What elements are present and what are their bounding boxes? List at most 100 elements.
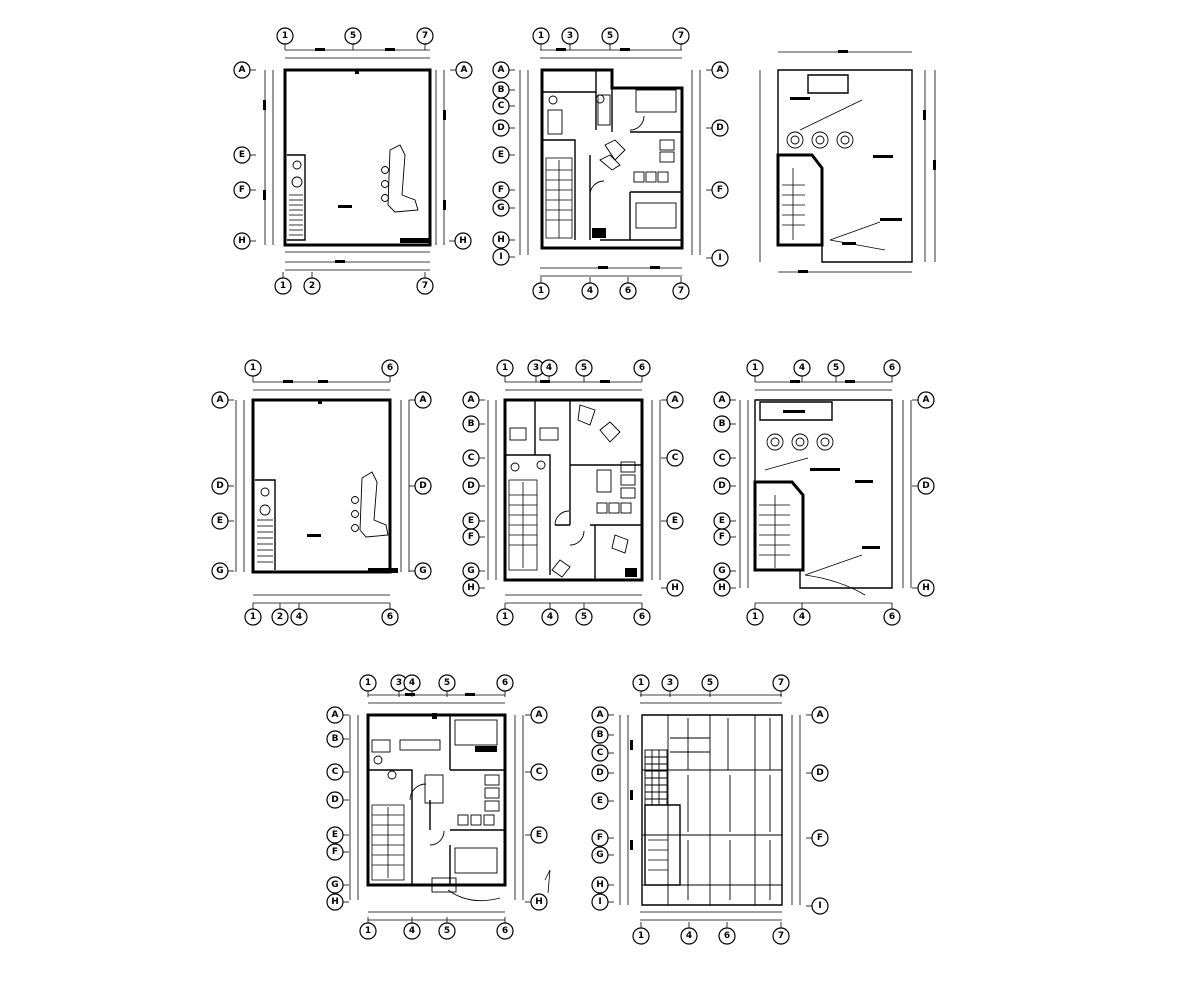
grid-bubble-plan-r2-c1-bottom-1-label: 2: [277, 612, 283, 622]
grid-bubble-plan-r2-c2-left-4: E: [462, 512, 480, 530]
grid-bubble-plan-r1-c2-top-1: 3: [561, 27, 579, 45]
grid-bubble-plan-r2-c2-top-0: 1: [496, 359, 514, 377]
grid-bubble-plan-r3-c2-left-1-circle: [591, 726, 609, 744]
grid-bubble-plan-r3-c1-left-1-label: B: [332, 734, 339, 744]
grid-bubble-plan-r2-c3-top-3: 6: [883, 359, 901, 377]
grid-bubble-plan-r3-c1-bottom-3-label: 6: [502, 926, 508, 936]
grid-bubble-plan-r2-c1-left-1-circle: [211, 477, 229, 495]
grid-bubble-plan-r1-c1-left-3: H: [233, 232, 251, 250]
grid-bubble-plan-r1-c2-bottom-1: 4: [581, 282, 599, 300]
grid-bubble-plan-r3-c2-right-3: I: [811, 897, 829, 915]
grid-bubble-plan-r1-c2-left-8-circle: [492, 248, 510, 266]
grid-bubble-plan-r2-c3-left-4-label: E: [719, 516, 725, 526]
plan-r3-c2: [619, 694, 801, 921]
grid-bubble-plan-r2-c2-top-2-label: 4: [546, 363, 552, 373]
grid-bubble-plan-r2-c1-top-1-label: 6: [387, 363, 393, 373]
grid-bubble-plan-r2-c2-left-3-label: D: [467, 481, 474, 491]
grid-bubble-plan-r1-c2-left-2: C: [492, 97, 510, 115]
grid-bubble-plan-r3-c1-top-2: 4: [403, 674, 421, 692]
grid-bubble-plan-r3-c2-top-2-circle: [701, 674, 719, 692]
grid-bubble-plan-r2-c2-left-5-label: F: [468, 532, 474, 542]
grid-bubble-plan-r1-c2-left-6-circle: [492, 199, 510, 217]
grid-bubble-plan-r3-c2-bottom-1-label: 4: [686, 931, 692, 941]
grid-bubble-plan-r2-c3-left-7: H: [713, 579, 731, 597]
grid-bubble-plan-r2-c2-left-2: C: [462, 449, 480, 467]
grid-bubble-plan-r2-c1-left-2-label: E: [217, 516, 223, 526]
grid-bubble-plan-r3-c2-left-8-label: I: [598, 897, 601, 907]
grid-bubble-plan-r3-c1-left-0: A: [326, 706, 344, 724]
grid-bubble-plan-r2-c2-right-1-circle: [666, 449, 684, 467]
grid-bubble-plan-r3-c2-left-8-circle: [591, 893, 609, 911]
grid-bubble-plan-r3-c2-left-4-circle: [591, 792, 609, 810]
grid-bubble-plan-r1-c2-top-0: 1: [532, 27, 550, 45]
grid-bubble-plan-r2-c3-bottom-1: 4: [793, 608, 811, 626]
grid-bubble-plan-r2-c1-left-3-circle: [211, 562, 229, 580]
grid-bubble-plan-r2-c3-right-2: H: [917, 579, 935, 597]
grid-bubble-plan-r1-c1-right-1: H: [454, 232, 472, 250]
grid-bubble-plan-r2-c1-bottom-1: 2: [271, 608, 289, 626]
grid-bubble-plan-r2-c1-left-1: D: [211, 477, 229, 495]
grid-bubble-plan-r3-c1-left-4-label: E: [332, 830, 338, 840]
grid-bubble-plan-r1-c2-bottom-3-label: 7: [678, 286, 684, 296]
grid-bubble-plan-r1-c1-bottom-2: 7: [416, 277, 434, 295]
plan-r1-c1: [263, 48, 446, 271]
grid-bubble-plan-r2-c3-top-0-label: 1: [752, 363, 758, 373]
grid-bubble-plan-r2-c2-right-3: H: [666, 579, 684, 597]
grid-bubble-plan-r3-c1-top-2-circle: [403, 674, 421, 692]
grid-bubble-plan-r3-c1-left-3-label: D: [331, 795, 338, 805]
grid-bubble-plan-r1-c1-bottom-0-circle: [274, 277, 292, 295]
grid-bubble-plan-r2-c2-left-7: H: [462, 579, 480, 597]
grid-bubble-plan-r1-c2-top-2-circle: [601, 27, 619, 45]
grid-bubble-plan-r1-c2-left-0-circle: [492, 61, 510, 79]
grid-bubble-plan-r3-c1-bottom-0: 1: [359, 922, 377, 940]
grid-bubble-plan-r1-c1-top-1-circle: [344, 27, 362, 45]
grid-bubble-plan-r1-c1-bottom-2-label: 7: [422, 281, 428, 291]
grid-bubble-plan-r3-c2-left-3-circle: [591, 764, 609, 782]
grid-bubble-plan-r3-c2-left-2: C: [591, 744, 609, 762]
plan-r3-c1: [349, 693, 551, 921]
grid-bubble-plan-r1-c2-bottom-2: 6: [619, 282, 637, 300]
grid-bubble-plan-r1-c1-top-0-circle: [276, 27, 294, 45]
grid-bubble-plan-r1-c2-bottom-1-label: 4: [587, 286, 593, 296]
grid-bubble-plan-r2-c3-bottom-0-label: 1: [752, 612, 758, 622]
grid-bubble-plan-r3-c2-right-3-label: I: [818, 901, 821, 911]
grid-bubble-plan-r2-c3-left-1: B: [713, 415, 731, 433]
grid-bubble-plan-r1-c2-left-5-label: F: [498, 185, 504, 195]
grid-bubble-plan-r3-c1-bottom-2-circle: [438, 922, 456, 940]
grid-bubble-plan-r1-c2-bottom-2-circle: [619, 282, 637, 300]
grid-bubble-plan-r3-c2-bottom-0-label: 1: [638, 931, 644, 941]
grid-bubble-plan-r3-c2-bottom-2: 6: [718, 927, 736, 945]
grid-bubble-plan-r2-c1-left-3: G: [211, 562, 229, 580]
plan-r2-c2: [487, 380, 661, 604]
grid-bubble-plan-r1-c2-left-4-circle: [492, 146, 510, 164]
grid-bubble-plan-r2-c2-left-1-label: B: [468, 419, 475, 429]
grid-bubble-plan-r2-c1-right-2-label: G: [419, 566, 426, 576]
grid-bubble-plan-r2-c2-right-2-circle: [666, 512, 684, 530]
grid-bubble-plan-r3-c1-left-5-label: F: [332, 847, 338, 857]
grid-bubble-plan-r2-c2-top-0-circle: [496, 359, 514, 377]
grid-bubble-plan-r2-c2-left-5: F: [462, 528, 480, 546]
grid-bubble-plan-r2-c2-right-0: A: [666, 391, 684, 409]
grid-bubble-plan-r3-c2-right-0-circle: [811, 706, 829, 724]
grid-bubble-plan-r1-c1-left-2: F: [233, 181, 251, 199]
grid-bubble-plan-r2-c1-top-0-label: 1: [250, 363, 256, 373]
grid-bubble-plan-r2-c2-left-0-label: A: [468, 395, 475, 405]
grid-bubble-plan-r3-c2-top-0: 1: [632, 674, 650, 692]
grid-bubble-plan-r1-c1-left-3-label: H: [238, 236, 246, 246]
grid-bubble-plan-r2-c1-top-1: 6: [381, 359, 399, 377]
grid-bubble-plan-r2-c3-left-3-circle: [713, 477, 731, 495]
grid-bubble-plan-r2-c3-top-0-circle: [746, 359, 764, 377]
grid-bubble-plan-r1-c2-top-0-circle: [532, 27, 550, 45]
grid-bubble-plan-r1-c2-right-3-circle: [711, 249, 729, 267]
grid-bubble-plan-r1-c2-left-5: F: [492, 181, 510, 199]
grid-bubble-plan-r2-c2-bottom-0: 1: [496, 608, 514, 626]
grid-bubble-plan-r1-c1-right-1-circle: [454, 232, 472, 250]
grid-bubble-plan-r1-c2-right-0: A: [711, 61, 729, 79]
grid-bubble-plan-r1-c2-left-7: H: [492, 231, 510, 249]
grid-bubble-plan-r2-c3-top-3-circle: [883, 359, 901, 377]
grid-bubble-plan-r2-c3-left-5: F: [713, 528, 731, 546]
grid-bubble-plan-r2-c3-bottom-0: 1: [746, 608, 764, 626]
grid-bubble-plan-r2-c3-left-5-circle: [713, 528, 731, 546]
